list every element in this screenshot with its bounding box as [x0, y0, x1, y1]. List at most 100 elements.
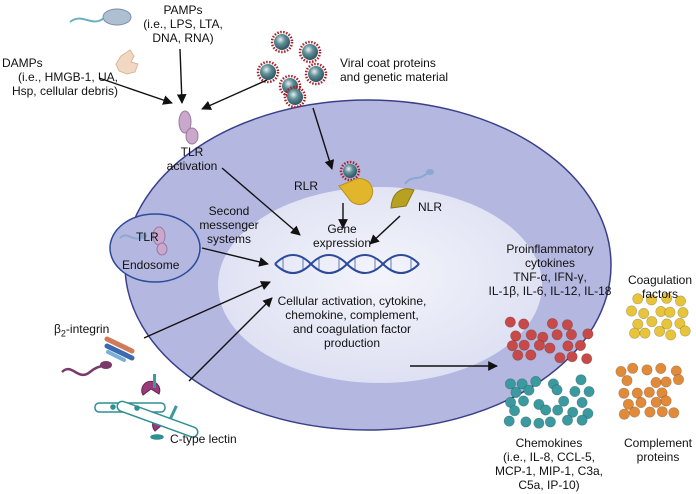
complement-dot — [615, 365, 627, 377]
complement-dot — [656, 406, 668, 418]
chemokine-dot — [530, 375, 542, 387]
chemokine-dot — [516, 378, 528, 390]
chemokine-dot — [544, 416, 556, 428]
chemokine-dot — [510, 386, 522, 398]
complement-dot — [644, 406, 656, 418]
chemokine-dot — [533, 417, 545, 429]
complement-dot — [660, 376, 672, 388]
coagulation-dot — [625, 305, 637, 317]
coagulation-dot — [661, 318, 673, 330]
chemokine-dot — [582, 407, 594, 419]
rlr-receptor-icon — [338, 178, 374, 206]
cellular-debris-icon — [115, 49, 139, 75]
cytokine-dot — [518, 339, 530, 351]
mediator-dots — [503, 292, 691, 429]
chemokine-dot — [520, 416, 532, 428]
bacterium-lower-icon — [61, 361, 112, 377]
cytokine-dot — [574, 339, 586, 351]
cytokine-dot — [565, 329, 577, 341]
damps-label: DAMPs (i.e., HMGB-1, UA, Hsp, cellular d… — [2, 56, 118, 98]
coagulation-dot — [645, 294, 657, 306]
complement-dot — [643, 386, 655, 398]
cytokine-dot — [562, 340, 574, 352]
endosome-icon — [109, 213, 201, 283]
arrow-group — [98, 48, 498, 382]
cytokine-dot — [551, 329, 563, 341]
coagulation-dot — [629, 327, 641, 339]
coagulation-dot — [665, 329, 677, 341]
complement-dot — [635, 396, 647, 408]
coagulation-dot — [646, 316, 658, 328]
coagulation-dot — [674, 317, 686, 329]
complement-dot — [660, 395, 672, 407]
cytokine-dot — [561, 319, 573, 331]
cytokine-dot — [546, 318, 558, 330]
coagulation-dot — [677, 307, 689, 319]
cytokine-dot — [525, 349, 537, 361]
cytokine-dot — [554, 352, 566, 364]
complement-dot — [622, 398, 634, 410]
coagulation-dot — [639, 327, 651, 339]
chemokine-dot — [551, 384, 563, 396]
chemokines-label: Chemokines (i.e., IL-8, CCL-5, MCP-1, MI… — [494, 436, 604, 492]
chemokine-dot — [503, 415, 515, 427]
fungal-hyphae-icon — [94, 400, 199, 440]
cytokine-dot — [510, 330, 522, 342]
tlr-activation-label: TLR activation — [166, 145, 218, 173]
complement-proteins-label: Complement proteins — [623, 436, 693, 464]
tlr-receptor-icon — [178, 110, 199, 145]
cytokine-dot — [582, 328, 594, 340]
chemokine-dot — [576, 396, 588, 408]
complement-dot — [650, 396, 662, 408]
virus-particle — [339, 160, 361, 182]
cytokine-dot — [512, 349, 524, 361]
chemokine-dot — [552, 404, 564, 416]
cytokine-dot — [566, 351, 578, 363]
chemokine-dot — [523, 384, 535, 396]
chemokine-dot — [558, 395, 570, 407]
complement-dot — [627, 362, 639, 374]
chemokine-dot — [517, 395, 529, 407]
chemokine-dot — [508, 405, 520, 417]
chemokine-dot — [583, 386, 595, 398]
chemokine-dot — [561, 414, 573, 426]
chemokine-dot — [540, 404, 552, 416]
cytokine-dot — [581, 353, 593, 365]
cytokine-dot — [533, 339, 545, 351]
cellular-activation-label: Cellular activation, cytokine, chemokine… — [277, 294, 427, 350]
coagulation-dot — [679, 325, 691, 337]
complement-dot — [629, 406, 641, 418]
cytokine-dot — [504, 316, 516, 328]
coagulation-dot — [632, 293, 644, 305]
complement-dot — [631, 387, 643, 399]
chemokine-dot — [567, 406, 579, 418]
nlr-receptor-icon — [390, 169, 434, 209]
complement-dot — [672, 374, 684, 386]
coagulation-dot — [674, 295, 686, 307]
coagulation-dot — [654, 325, 666, 337]
complement-dot — [655, 362, 667, 374]
coagulation-dot — [664, 306, 676, 318]
complement-dot — [641, 364, 653, 376]
dna-helix — [274, 254, 420, 274]
virus-particle — [270, 30, 294, 54]
virus-particle — [283, 85, 307, 109]
cytokine-dot — [544, 342, 556, 354]
complement-dot — [618, 408, 630, 420]
second-messenger-label: Second messenger systems — [199, 204, 259, 246]
cytokine-dot — [525, 329, 537, 341]
complement-dot — [668, 407, 680, 419]
pamps-label: PAMPs (i.e., LPS, LTA, DNA, RNA) — [143, 3, 223, 45]
coagulation-factors-label: Coagulation factors — [627, 273, 693, 301]
complement-dot — [621, 375, 633, 387]
rlr-label: RLR — [294, 179, 319, 193]
cytokine-dot — [518, 318, 530, 330]
tlr-endosome-label: TLR — [136, 230, 159, 244]
chemokine-dot — [504, 378, 516, 390]
coagulation-dot — [638, 307, 650, 319]
proinflammatory-cytokines-label: Proinflammatory cytokines TNF-α, IFN-γ, … — [488, 242, 612, 298]
coagulation-dot — [661, 292, 673, 304]
virus-particle — [298, 40, 322, 64]
nlr-label: NLR — [418, 200, 443, 214]
